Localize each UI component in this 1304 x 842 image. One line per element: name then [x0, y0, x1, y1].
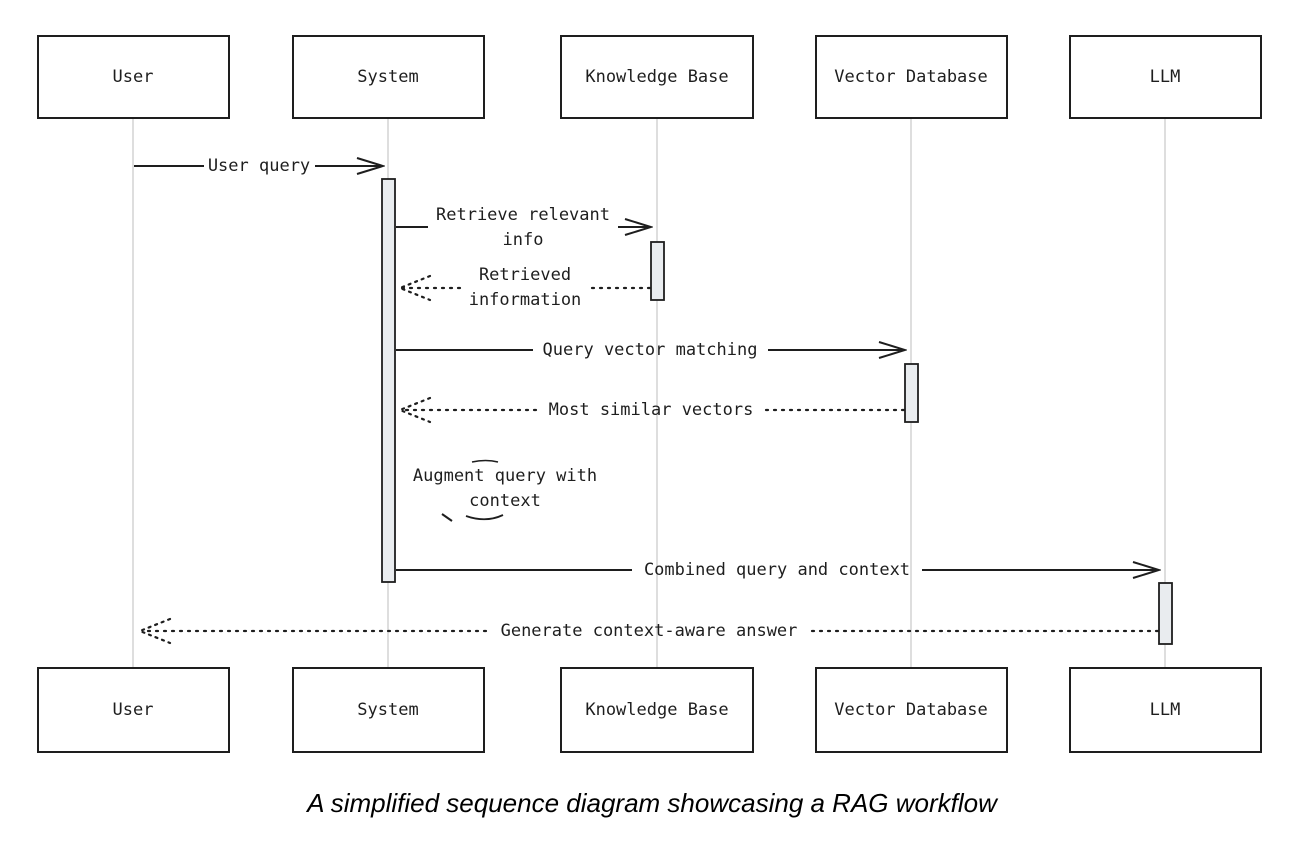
participant-label: Knowledge Base: [585, 700, 728, 720]
message-retrieve-relevant-info: Retrieve relevant info: [396, 205, 651, 250]
participant-label: User: [113, 67, 154, 87]
participant-llm-top: LLM: [1069, 35, 1262, 119]
participant-label: System: [357, 67, 418, 87]
participant-user-top: User: [37, 35, 230, 119]
participant-label: LLM: [1150, 67, 1181, 87]
note-squiggle: [441, 513, 453, 522]
note-augment-query: Augment query with context: [413, 459, 597, 522]
participant-system-top: System: [292, 35, 485, 119]
message-combined-query-and-context: Combined query and context: [396, 560, 1159, 580]
participant-label: Knowledge Base: [585, 67, 728, 87]
note-squiggle: [471, 459, 499, 463]
message-label: Query vector matching: [543, 340, 758, 360]
note-label: context: [469, 491, 541, 511]
message-label: Generate context-aware answer: [501, 621, 798, 641]
participant-label: User: [113, 700, 154, 720]
activation-vector-database: [904, 363, 919, 423]
participant-system-bottom: System: [292, 667, 485, 753]
message-label: Retrieved: [479, 265, 571, 285]
participant-vector-database-top: Vector Database: [815, 35, 1008, 119]
participant-user-bottom: User: [37, 667, 230, 753]
participants-top: User System Knowledge Base Vector Databa…: [37, 35, 1262, 119]
lifelines: [132, 118, 1166, 668]
participants-bottom: User System Knowledge Base Vector Databa…: [37, 667, 1262, 753]
note-label: Augment query with: [413, 466, 597, 486]
participant-label: System: [357, 700, 418, 720]
message-label: Most similar vectors: [549, 400, 754, 420]
message-label: User query: [208, 156, 310, 176]
message-retrieved-information: Retrieved information: [397, 265, 652, 310]
participant-knowledge-base-bottom: Knowledge Base: [560, 667, 754, 753]
activation-knowledge-base: [650, 241, 665, 301]
participant-label: Vector Database: [834, 700, 988, 720]
message-generate-context-aware-answer: Generate context-aware answer: [137, 617, 1160, 645]
participant-vector-database-bottom: Vector Database: [815, 667, 1008, 753]
figure-caption: A simplified sequence diagram showcasing…: [307, 788, 997, 818]
activation-system: [381, 178, 396, 583]
participant-llm-bottom: LLM: [1069, 667, 1262, 753]
message-label: info: [503, 230, 544, 250]
activations: [381, 178, 1173, 645]
note-squiggle: [465, 514, 504, 521]
message-most-similar-vectors: Most similar vectors: [397, 396, 906, 424]
message-label: information: [469, 290, 582, 310]
participant-label: Vector Database: [834, 67, 988, 87]
participant-label: LLM: [1150, 700, 1181, 720]
messages: User query Retrieve relevant info Retrie…: [134, 156, 1160, 645]
message-label: Combined query and context: [644, 560, 910, 580]
activation-llm: [1158, 582, 1173, 645]
participant-knowledge-base-top: Knowledge Base: [560, 35, 754, 119]
message-user-query: User query: [134, 156, 383, 176]
message-query-vector-matching: Query vector matching: [396, 340, 905, 360]
message-label: Retrieve relevant: [436, 205, 610, 225]
